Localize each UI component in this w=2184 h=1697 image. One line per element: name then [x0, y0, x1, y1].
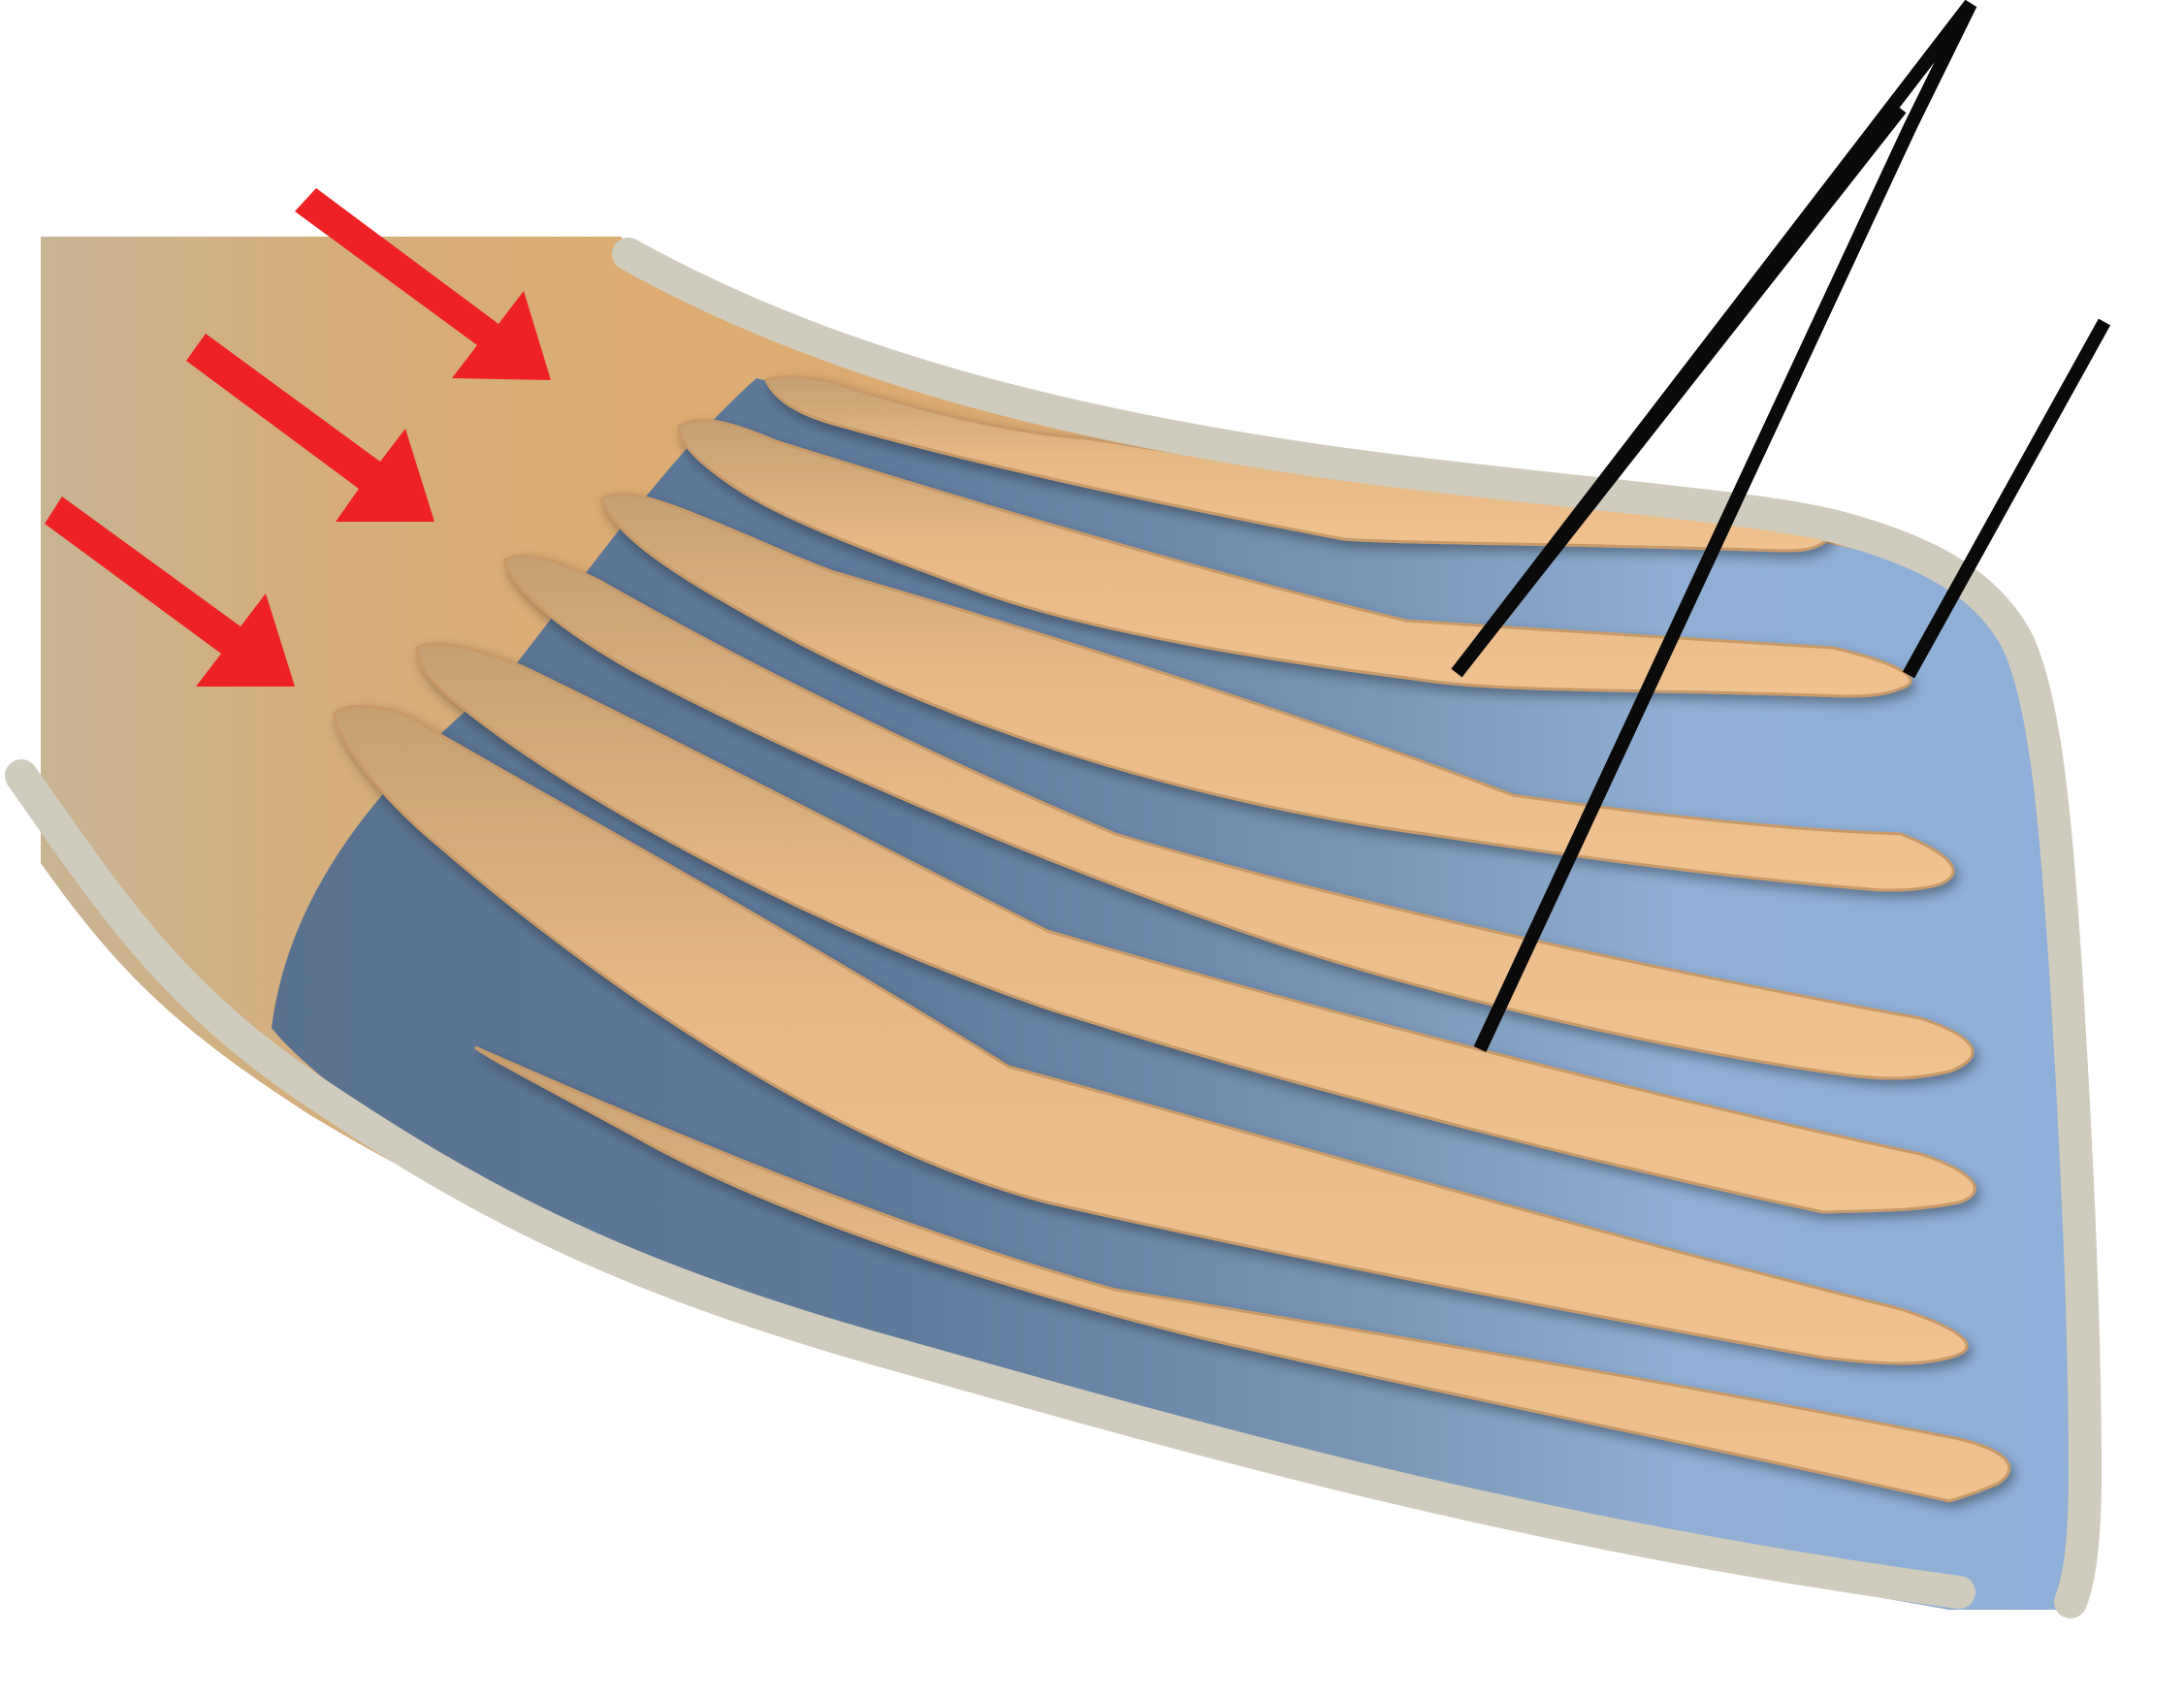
- lamella-6: [333, 704, 1969, 1365]
- lamella-1: [763, 375, 1833, 553]
- outer-wall-top: [612, 238, 2036, 661]
- arrow-right-down-icon: [295, 188, 551, 380]
- pointer-line-right: [1902, 318, 2111, 679]
- arrow-right-down-icon: [186, 334, 434, 522]
- arrow-right-down-icon: [45, 496, 295, 687]
- pointer-line-left-arm: [1451, 104, 1907, 678]
- lamella-2: [677, 418, 1912, 698]
- pointer-lines: [1451, 0, 2111, 1052]
- lamella-5: [415, 642, 1976, 1214]
- flow-arrows: [45, 188, 551, 687]
- outer-wall-bottom: [5, 759, 1975, 1609]
- outer-wall-right: [2003, 628, 2103, 1618]
- lamella-4: [502, 554, 1975, 1080]
- lamella-7: [474, 1045, 2011, 1503]
- lamella-3: [599, 493, 1955, 892]
- lamellae-group: [333, 375, 2011, 1503]
